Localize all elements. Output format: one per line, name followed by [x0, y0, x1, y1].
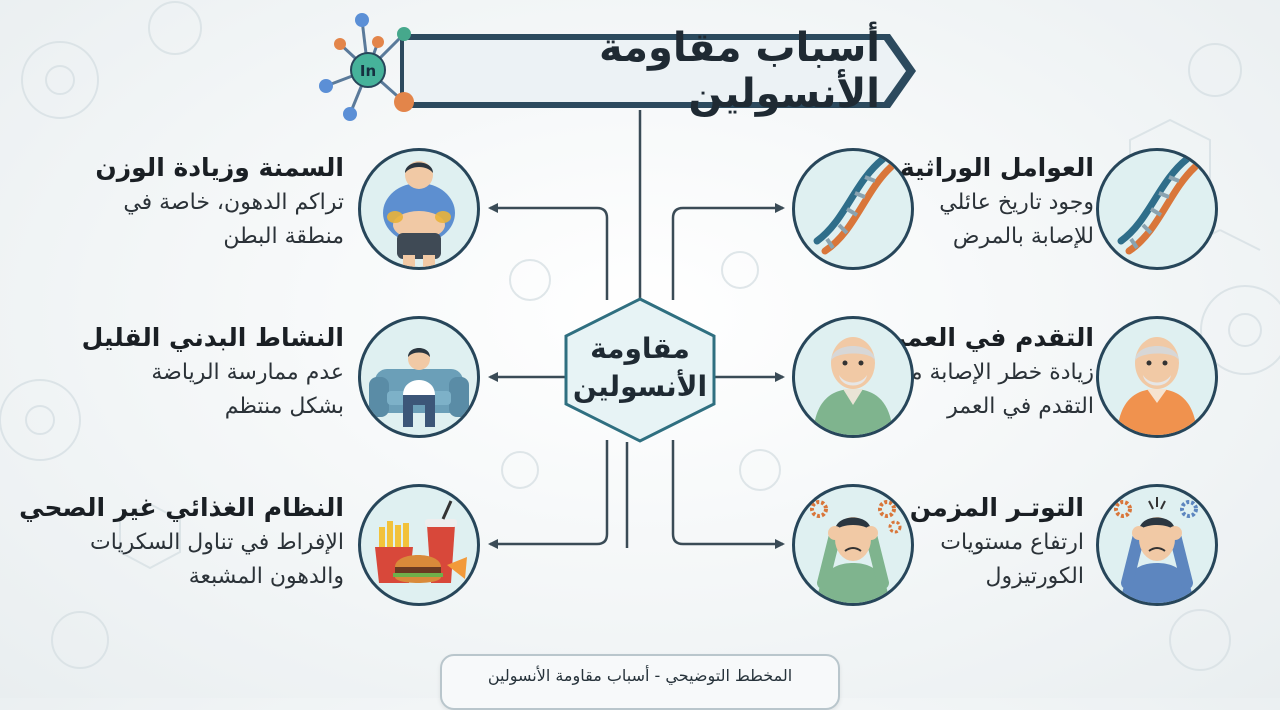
fast-food-icon	[375, 500, 467, 583]
elderly-man-icon	[813, 337, 893, 435]
stressed-person-icon	[1114, 497, 1198, 603]
cause-stress-desc-2: الكورتيزول	[985, 564, 1084, 589]
cause-aging-title: التقدم في العمر	[891, 323, 1094, 352]
cause-diet-desc-2: والدهون المشبعة	[188, 564, 344, 589]
center-hexagon	[564, 297, 716, 443]
cause-diet-desc-1: الإفراط في تناول السكريات	[90, 530, 344, 555]
center-label: مقاومة الأنسولين	[563, 318, 717, 418]
genetics-circle-right	[1096, 148, 1218, 270]
dna-icon	[1117, 155, 1199, 255]
stressed-person-icon	[810, 500, 902, 603]
genetics-circle-left	[792, 148, 914, 270]
cause-genetics-title: العوامل الوراثية	[899, 153, 1094, 182]
cause-aging-desc-2: التقدم في العمر	[947, 394, 1094, 419]
cause-inactivity-desc-1: عدم ممارسة الرياضة	[151, 360, 344, 385]
logo-label: In	[360, 62, 376, 80]
cause-obesity-desc-2: منطقة البطن	[223, 224, 344, 249]
cause-diet: النظام الغذائي غير الصحي الإفراط في تناو…	[19, 490, 344, 594]
overweight-person-icon	[383, 161, 455, 267]
aging-circle-right	[1096, 316, 1218, 438]
aging-circle-left	[792, 316, 914, 438]
dna-icon	[813, 155, 895, 255]
cause-inactivity: النشاط البدني القليل عدم ممارسة الرياضة …	[82, 320, 344, 424]
title-banner	[400, 34, 916, 108]
person-on-couch-icon	[369, 348, 469, 427]
stress-circle-right	[1096, 484, 1218, 606]
cause-inactivity-title: النشاط البدني القليل	[81, 323, 344, 352]
cause-obesity-title: السمنة وزيادة الوزن	[95, 153, 344, 182]
insulin-molecule-logo: In	[319, 13, 414, 121]
cause-aging: التقدم في العمر زيادة خطر الإصابة مع الت…	[892, 320, 1094, 424]
footer-caption: المخطط التوضيحي - أسباب مقاومة الأنسولين	[487, 665, 793, 685]
cause-stress-title: التوتـر المزمن	[909, 493, 1084, 522]
cause-obesity: السمنة وزيادة الوزن تراكم الدهون، خاصة ف…	[95, 150, 344, 254]
cause-diet-title: النظام الغذائي غير الصحي	[19, 493, 344, 522]
center-label-line2: الأنسولين	[572, 370, 708, 403]
elderly-man-icon	[1117, 337, 1197, 435]
page-title: أسباب مقاومة الأنسولين	[599, 25, 880, 117]
cause-obesity-desc-1: تراكم الدهون، خاصة في	[123, 190, 344, 215]
cause-genetics-desc-2: للإصابة بالمرض	[952, 224, 1094, 249]
stress-circle-left	[792, 484, 914, 606]
center-label-line1: مقاومة	[590, 332, 690, 365]
obesity-circle	[358, 148, 480, 270]
cause-genetics-desc-1: وجود تاريخ عائلي	[939, 190, 1094, 215]
inactivity-circle	[358, 316, 480, 438]
cause-stress-desc-1: ارتفاع مستويات	[940, 530, 1084, 555]
cause-inactivity-desc-2: بشكل منتظم	[224, 394, 344, 419]
cause-stress: التوتـر المزمن ارتفاع مستويات الكورتيزول	[910, 490, 1084, 594]
diet-circle	[358, 484, 480, 606]
cause-genetics: العوامل الوراثية وجود تاريخ عائلي للإصاب…	[900, 150, 1094, 254]
cause-aging-desc-1: زيادة خطر الإصابة مع	[899, 360, 1094, 385]
